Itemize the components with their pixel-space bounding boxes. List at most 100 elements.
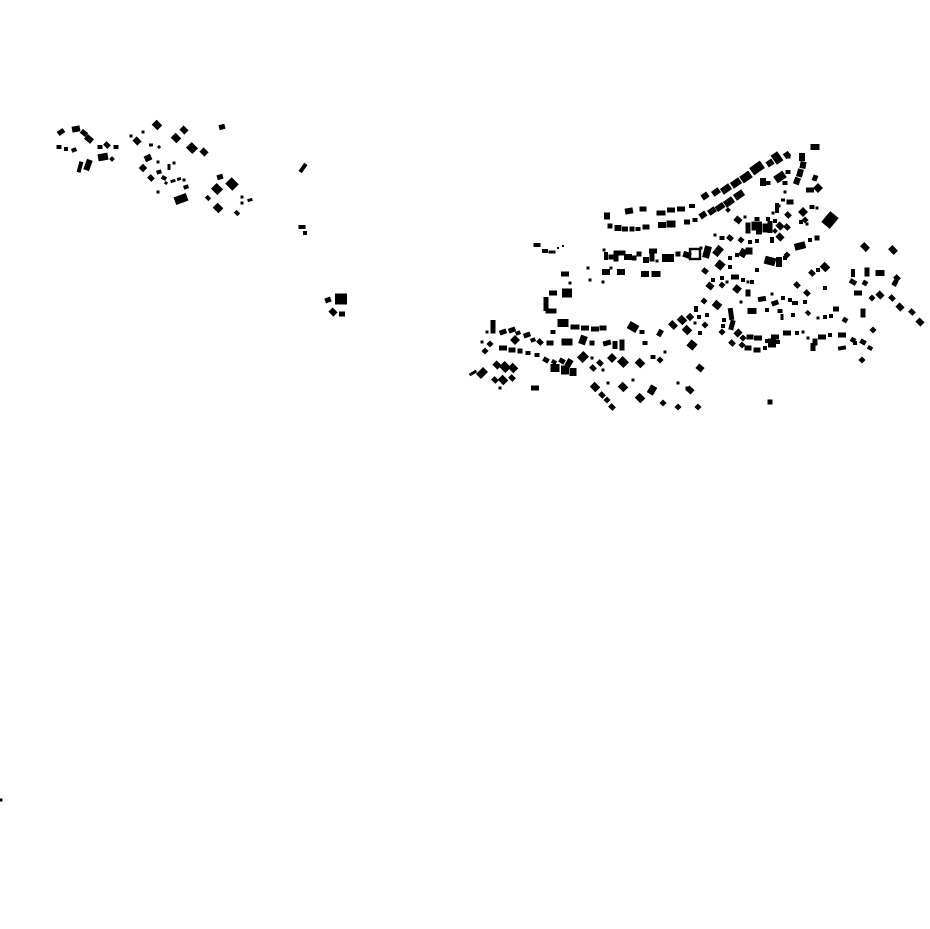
building-footprint [853,341,857,345]
building-footprint [490,320,496,324]
building-footprint [170,132,182,144]
building-footprint [755,268,759,272]
building-footprint [639,330,645,334]
building-footprint [728,319,736,331]
building-footprint [601,368,605,372]
building-footprint [785,153,791,159]
building-footprint [624,207,634,215]
building-footprint [656,328,664,338]
building-footprint [915,317,925,327]
building-footprint [763,346,767,350]
building-footprint [497,374,509,386]
building-footprint [712,244,724,258]
building-footprint [79,128,89,138]
building-footprint [803,300,807,304]
building-footprint [218,123,226,131]
building-footprint [757,295,767,303]
building-footprint [247,197,253,203]
building-footprint [810,343,816,351]
building-footprint [542,249,548,253]
building-footprint [156,160,160,164]
building-footprint [791,313,795,317]
building-footprint [792,176,802,186]
building-footprint [656,210,666,216]
building-footprint [204,194,212,202]
building-footprint [788,298,792,302]
building-footprint [480,340,484,344]
building-footprint [631,255,637,261]
building-footprint [149,143,153,147]
building-footprint [841,316,849,324]
building-footprint [685,312,695,322]
building-footprint [548,250,556,254]
building-footprint [815,206,819,210]
building-footprint [475,366,489,380]
building-footprint [725,280,729,284]
building-footprint [799,153,805,161]
building-footprint [199,147,209,157]
building-footprint [676,314,688,326]
building-footprint [692,218,698,222]
building-footprint [796,168,804,178]
building-footprint [860,308,866,318]
building-footprint [728,339,736,347]
building-footprint [324,296,332,304]
building-footprint [97,152,109,162]
building-footprint [606,381,610,385]
building-footprint [163,180,169,186]
building-footprint [806,336,810,340]
building-footprint [738,341,746,349]
building-footprint [860,242,870,252]
building-footprint [719,183,733,195]
building-footprint [786,199,794,205]
building-footprint [808,238,812,242]
building-footprint [891,279,899,287]
building-footprint [517,348,523,354]
building-footprint [705,281,715,291]
building-footprint [185,141,199,155]
building-footprint [770,151,784,165]
building-footprint [720,276,724,280]
building-footprint [719,236,725,240]
building-footprint [814,235,820,241]
building-footprint [486,340,494,348]
building-footprint [557,247,559,249]
building-footprint [783,330,791,336]
building-footprint [602,269,610,275]
building-footprint [875,290,885,300]
building-footprint [801,330,805,334]
building-footprint [768,338,776,348]
building-footprint [614,225,622,231]
building-footprint [754,217,760,221]
building-footprint [702,245,712,259]
building-footprint [562,288,572,298]
building-footprint [804,309,812,317]
building-footprint [602,248,606,252]
building-footprint [543,297,549,311]
building-footprint [339,311,345,317]
building-footprint [833,306,839,312]
building-footprint [649,248,657,254]
building-footprint [129,134,133,138]
building-footprint [607,223,613,229]
building-footprint [84,134,94,144]
building-footprint [659,399,667,407]
building-footprint [668,320,678,330]
building-footprint [701,267,709,275]
building-footprint [745,222,751,234]
building-footprint [810,144,820,150]
building-footprint [498,386,502,390]
building-footprint [588,278,592,282]
building-footprint [701,321,709,329]
building-footprint [663,350,667,354]
building-footprint [729,177,743,189]
building-footprint [56,127,66,137]
building-footprint [507,362,519,374]
building-footprint [132,136,142,146]
building-footprint [617,269,625,275]
building-footprint [776,257,782,267]
building-footprint [617,381,629,393]
building-footprint [714,201,726,213]
building-footprint [739,334,747,342]
